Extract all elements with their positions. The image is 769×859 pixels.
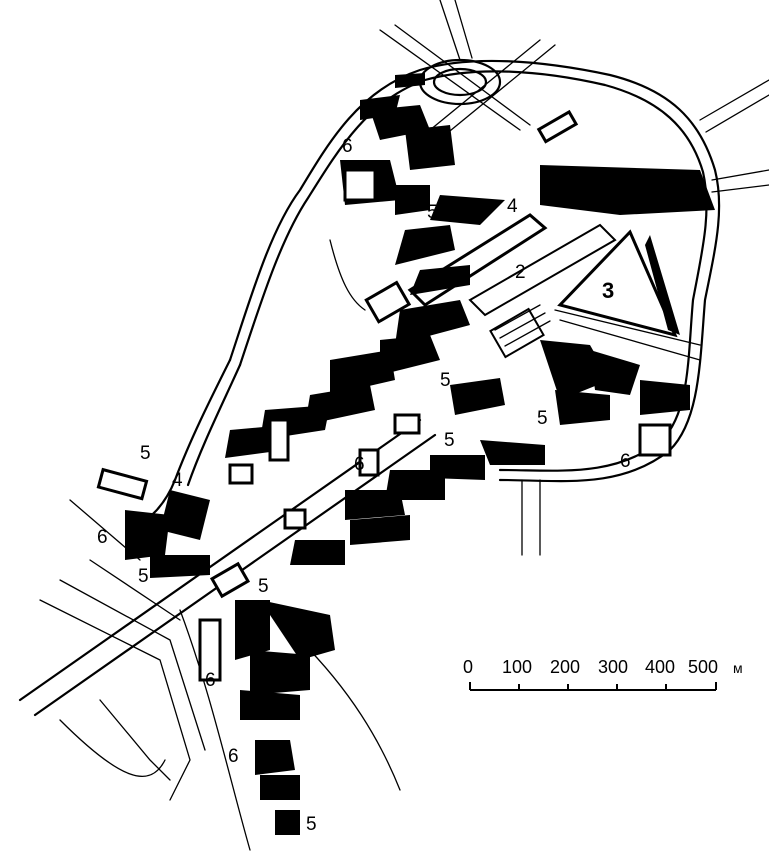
scale-tick-100: 100 xyxy=(502,657,532,677)
zone-label-6d: 6 xyxy=(97,527,108,548)
scale-bar: 0 100 200 300 400 500 м xyxy=(463,657,743,691)
zone-label-3: 3 xyxy=(602,278,614,303)
zone-label-2: 2 xyxy=(515,262,526,283)
scale-tick-0: 0 xyxy=(463,657,473,677)
zone-label-5a: 5 xyxy=(140,443,151,464)
zone-label-5f: 5 xyxy=(138,566,149,587)
zone-label-5d: 5 xyxy=(537,408,548,429)
zone-label-5c: 5 xyxy=(440,370,451,391)
zone-label-4a: 4 xyxy=(507,196,518,217)
zone-label-6c: 6 xyxy=(620,451,631,472)
zone-label-5h: 5 xyxy=(306,814,317,835)
scale-tick-300: 300 xyxy=(598,657,628,677)
zone-label-6f: 6 xyxy=(228,746,239,767)
zone-label-6e: 6 xyxy=(205,670,216,691)
zone-label-5e: 5 xyxy=(444,430,455,451)
zone-label-4b: 4 xyxy=(172,470,183,491)
outline-blocks xyxy=(96,109,672,682)
scale-tick-200: 200 xyxy=(550,657,580,677)
zone-3-triangle xyxy=(557,229,680,338)
zone-label-6a: 6 xyxy=(342,136,353,157)
scale-tick-500: 500 xyxy=(688,657,718,677)
scale-tick-400: 400 xyxy=(645,657,675,677)
building-blocks xyxy=(125,73,715,835)
scale-unit: м xyxy=(733,660,743,676)
zone-label-6b: 6 xyxy=(354,454,365,475)
zone-label-5b: 5 xyxy=(427,202,438,223)
zone-labels: 2 3 4 4 5 5 5 5 5 5 5 5 6 6 6 6 6 6 xyxy=(97,136,631,835)
zone-label-5g: 5 xyxy=(258,576,269,597)
